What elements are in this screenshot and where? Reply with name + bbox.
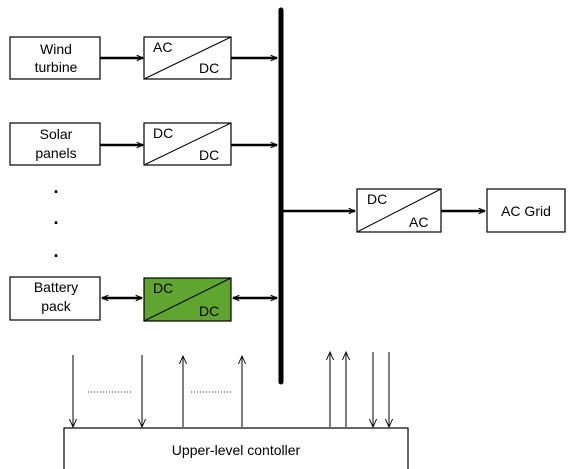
- ac-grid-label: AC Grid: [501, 203, 551, 219]
- solar-converter-output: DC: [199, 147, 219, 163]
- battery-converter-dc-dc: DC DC: [143, 277, 232, 322]
- battery-pack-block: Battery pack: [9, 276, 101, 321]
- grid-converter-output: AC: [409, 214, 428, 230]
- wind-converter-output: DC: [199, 60, 219, 76]
- grid-converter-dc-ac: DC AC: [356, 188, 442, 233]
- ellipsis-dot-1: .: [53, 177, 58, 197]
- battery-pack-label-1: Battery: [34, 279, 78, 295]
- wind-converter-ac-dc: AC DC: [143, 36, 232, 80]
- solar-panels-label-1: Solar: [40, 126, 73, 142]
- ellipsis-dot-3: .: [53, 241, 58, 261]
- solar-panels-block: Solar panels: [9, 122, 101, 166]
- upper-level-controller-label: Upper-level contoller: [172, 442, 301, 458]
- solar-panels-label-2: panels: [35, 145, 76, 161]
- upper-level-controller-block: Upper-level contoller: [63, 427, 409, 469]
- battery-converter-input: DC: [153, 280, 173, 296]
- ac-grid-block: AC Grid: [486, 188, 566, 233]
- ellipsis-dot-2: .: [53, 208, 58, 228]
- battery-pack-label-2: pack: [41, 298, 72, 314]
- grid-converter-input: DC: [367, 191, 387, 207]
- wind-turbine-label-2: turbine: [35, 59, 78, 75]
- wind-turbine-block: Wind turbine: [9, 36, 101, 80]
- solar-converter-input: DC: [153, 125, 173, 141]
- wind-converter-input: AC: [153, 39, 172, 55]
- battery-converter-output: DC: [199, 303, 219, 319]
- wind-turbine-label-1: Wind: [40, 41, 72, 57]
- solar-converter-dc-dc: DC DC: [143, 122, 232, 166]
